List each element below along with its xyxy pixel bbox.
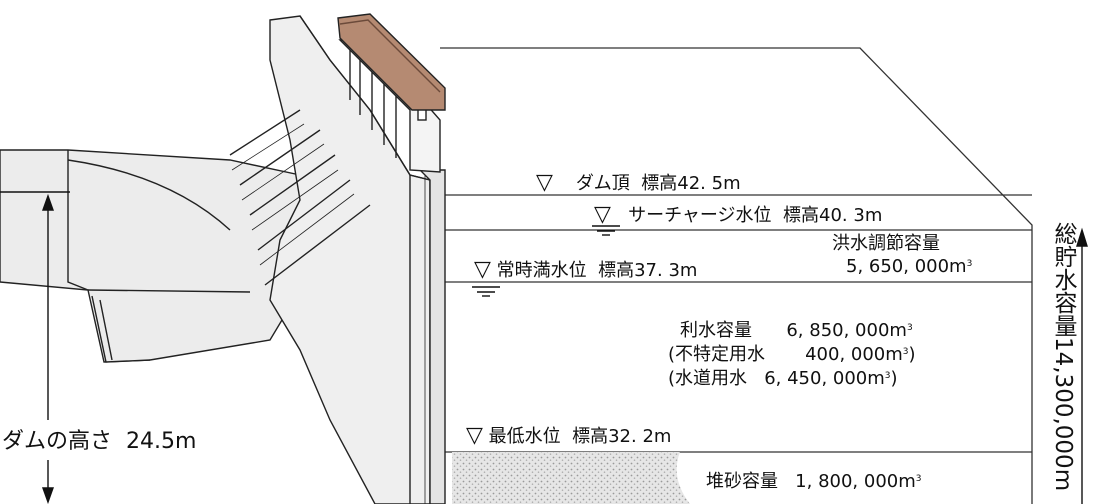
unspecified-use: (不特定用水 400, 000m3) [668,344,916,365]
dam-crest-elevation: 標高42. 5m [641,173,741,194]
dam-height-arrow [0,191,70,504]
utilization-capacity: 利水容量 6, 850, 000m3 [680,321,913,341]
down-triangle-icon: ▽ [594,202,611,227]
flood-control-value: 5, 650, 000m3 [846,256,973,277]
normal-name: 常時満水位 [496,260,587,281]
water-level-marks [472,225,620,297]
water-supply-use: (水道用水 6, 450, 000m3) [668,368,898,389]
total-storage-value: 14,300,000m [1050,337,1076,492]
surcharge-name: サーチャージ水位 [628,205,772,226]
flood-control-title: 洪水調節容量 [832,233,940,254]
down-triangle-icon: ▽ [466,423,483,448]
total-storage-label: 総貯水容量14,300,000m [1048,222,1078,491]
total-storage-title: 総貯水容量 [1050,222,1076,337]
cubic-mark: 3 [915,474,922,484]
cubic-mark: 3 [902,347,909,357]
dam-body [229,15,446,504]
sediment-capacity: 堆砂容量 1, 800, 000m3 [706,472,922,492]
down-triangle-icon: ▽ [536,170,553,195]
surcharge-level-label: ▽ サーチャージ水位 標高40. 3m [594,202,883,227]
cubic-mark: 3 [906,323,913,333]
normal-level-label: ▽ 常時満水位 標高37. 3m [474,257,698,282]
utilization-title: 利水容量 [680,320,752,341]
surcharge-elevation: 標高40. 3m [783,205,883,226]
minimum-name: 最低水位 [488,426,561,447]
sediment-value: 1, 800, 000m [795,471,916,492]
spillway [0,149,331,363]
unspecified-value: 400, 000m [805,344,903,365]
water-supply-title: (水道用水 [668,368,748,389]
total-storage-arrow [1076,227,1088,504]
dam-crest-label: ▽ ダム頂 標高42. 5m [536,170,741,195]
cubic-mark: 3 [884,371,891,381]
cubic-mark: 3 [966,259,973,269]
normal-elevation: 標高37. 3m [598,260,698,281]
minimum-elevation: 標高32. 2m [572,426,672,447]
dam-height-label: ダムの高さ 24.5m [2,429,196,455]
dam-height-value: 24.5m [126,429,197,454]
unspecified-title: (不特定用水 [668,344,766,365]
down-triangle-icon: ▽ [474,257,491,282]
utilization-value: 6, 850, 000m [786,320,907,341]
water-supply-value: 6, 450, 000m [764,368,885,389]
gate-house [337,13,446,173]
minimum-level-label: ▽ 最低水位 標高32. 2m [466,423,672,448]
dam-height-title: ダムの高さ [2,429,113,454]
dam-crest-name: ダム頂 [575,173,630,194]
sediment-area [452,452,690,504]
sediment-title: 堆砂容量 [706,471,778,492]
